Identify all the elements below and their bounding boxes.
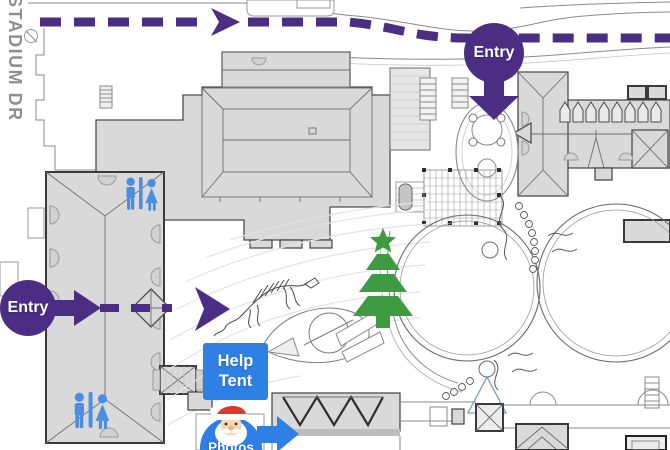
oval-plaza	[419, 77, 519, 202]
right-building	[512, 71, 670, 243]
road-label: STADIUM DR	[5, 0, 25, 122]
help-tent-line2: Tent	[218, 371, 253, 390]
entry-arrow-right-icon	[74, 290, 101, 326]
photos-arrow-icon	[277, 416, 299, 450]
help-tent-line1: Help	[217, 351, 254, 370]
entry-marker-top	[464, 23, 524, 120]
fossil-sketch	[213, 277, 320, 337]
route-dashed-path-left	[48, 287, 230, 331]
sculpture-sketch	[261, 307, 385, 364]
help-tent-badge: Help Tent	[203, 343, 268, 400]
santa-icon	[210, 405, 248, 446]
central-building	[95, 51, 431, 249]
route-dashed-path-top	[40, 8, 670, 43]
route-arrowhead-icon	[211, 8, 240, 36]
route-arrowhead-icon	[195, 287, 230, 331]
christmas-tree-icon	[353, 228, 413, 328]
entry-marker-left	[0, 280, 56, 336]
entry-arrow-down-icon	[469, 96, 519, 120]
